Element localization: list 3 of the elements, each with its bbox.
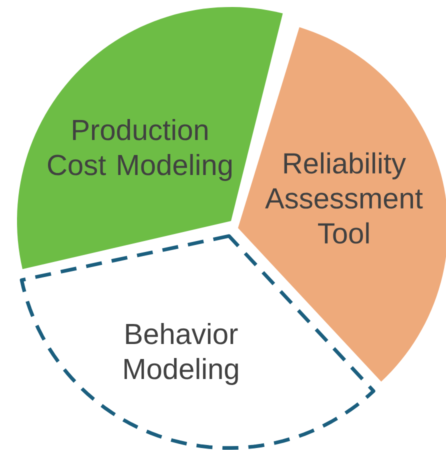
sector-label: Production Cost Modeling: [48, 118, 232, 182]
sector-label: Reliability Assessment Tool: [265, 152, 423, 244]
sector-label: Behavior Modeling: [124, 322, 238, 386]
